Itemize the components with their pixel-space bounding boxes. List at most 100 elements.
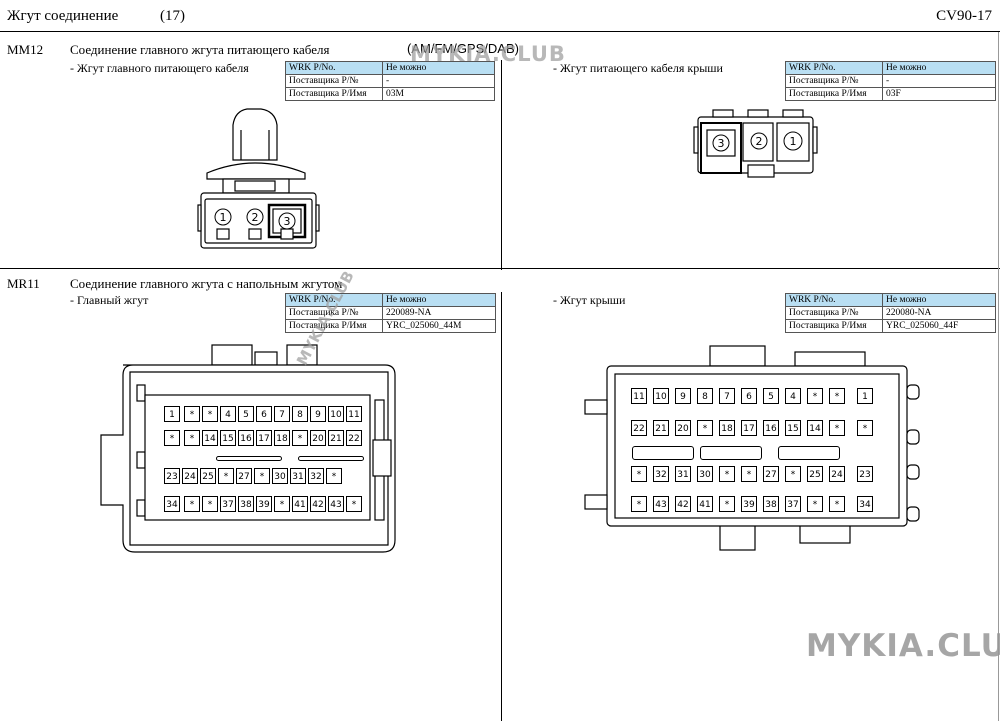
table-cell: 03F <box>882 87 996 101</box>
mm12-note: (AM/FM/GPS/DAB) <box>407 41 519 56</box>
pin-cell: 1 <box>164 406 180 422</box>
header-page: (17) <box>160 8 185 24</box>
table-cell: Поставщика P/Имя <box>785 319 883 333</box>
pin-cell: 31 <box>290 468 306 484</box>
table-cell: 220089-NA <box>382 306 496 320</box>
mr11-right-label: - Жгут крыши <box>553 293 626 307</box>
pin-cell: 16 <box>238 430 254 446</box>
mm12-right-label: - Жгут питающего кабеля крыши <box>553 61 723 75</box>
pin-cell: 27 <box>763 466 779 482</box>
header-code: CV90-17 <box>936 8 992 24</box>
pin-cell: * <box>202 496 218 512</box>
pin-cell: 24 <box>829 466 845 482</box>
pin-cell: * <box>326 468 342 484</box>
table-cell: Поставщика P/Имя <box>285 319 383 333</box>
pin-cell: * <box>829 420 845 436</box>
table-cell: WRK P/No. <box>285 61 383 75</box>
table-cell: Не можно <box>382 293 496 307</box>
mm12-left-table: WRK P/No.Не можно Поставщика P/№- Постав… <box>285 61 495 101</box>
table-row: WRK P/No.Не можно <box>785 293 996 307</box>
pin-label: 1 <box>220 211 227 224</box>
pin-cell: 18 <box>719 420 735 436</box>
pin-cell: 30 <box>697 466 713 482</box>
pin-cell: 16 <box>763 420 779 436</box>
pin-cell: 21 <box>328 430 344 446</box>
pin-cell: * <box>164 430 180 446</box>
pin-cell: 37 <box>220 496 236 512</box>
pin-cell: 10 <box>653 388 669 404</box>
watermark-top: MYKIA.CLUB <box>410 42 566 66</box>
pin-cell: * <box>741 466 757 482</box>
pin-label: 3 <box>284 215 291 228</box>
mr11-id: MR11 <box>7 276 40 291</box>
table-cell: Не можно <box>882 61 996 75</box>
pin-cell: 31 <box>675 466 691 482</box>
key-slot <box>778 446 840 460</box>
pin-cell: * <box>254 468 270 484</box>
table-cell: Поставщика P/№ <box>785 306 883 320</box>
section-divider <box>0 268 1000 269</box>
pin-cell: * <box>631 496 647 512</box>
table-cell: WRK P/No. <box>785 293 883 307</box>
pin-label: 1 <box>790 135 797 148</box>
pin-cell: * <box>346 496 362 512</box>
pin-cell: 8 <box>292 406 308 422</box>
pin-cell: 41 <box>292 496 308 512</box>
table-cell: Поставщика P/№ <box>285 74 383 88</box>
pin-cell: 42 <box>675 496 691 512</box>
table-cell: YRC_025060_44M <box>382 319 496 333</box>
pin-cell: 5 <box>763 388 779 404</box>
mr11-center-divider <box>501 292 502 721</box>
pin-cell: * <box>807 388 823 404</box>
pin-cell: 25 <box>200 468 216 484</box>
table-cell: YRC_025060_44F <box>882 319 996 333</box>
key-slot <box>632 446 694 460</box>
pin-cell: 34 <box>857 496 873 512</box>
pin-cell: 27 <box>236 468 252 484</box>
table-cell: - <box>882 74 996 88</box>
pin-cell: 14 <box>807 420 823 436</box>
pin-cell: 37 <box>785 496 801 512</box>
pin-cell: 43 <box>653 496 669 512</box>
key-slot <box>298 456 364 461</box>
pin-cell: 30 <box>272 468 288 484</box>
pin-cell: * <box>274 496 290 512</box>
mm12-left-label: - Жгут главного питающего кабеля <box>70 61 249 75</box>
pin-cell: 8 <box>697 388 713 404</box>
pin-cell: 39 <box>741 496 757 512</box>
pin-cell: 5 <box>238 406 254 422</box>
table-row: Поставщика P/№- <box>785 74 996 88</box>
table-row: WRK P/No.Не можно <box>785 61 996 75</box>
pin-cell: 41 <box>697 496 713 512</box>
table-cell: - <box>382 74 495 88</box>
pin-cell: 14 <box>202 430 218 446</box>
table-cell: WRK P/No. <box>785 61 883 75</box>
pin-cell: 17 <box>741 420 757 436</box>
pin-cell: 6 <box>741 388 757 404</box>
header-rule <box>0 31 1000 32</box>
mr11-left-label: - Главный жгут <box>70 293 149 307</box>
pin-cell: 21 <box>653 420 669 436</box>
pin-cell: 32 <box>653 466 669 482</box>
table-cell: Поставщика P/Имя <box>785 87 883 101</box>
mm12-center-divider <box>501 60 502 270</box>
pin-cell: 10 <box>328 406 344 422</box>
pin-cell: * <box>184 430 200 446</box>
pin-cell: 34 <box>164 496 180 512</box>
table-cell: 220080-NA <box>882 306 996 320</box>
pin-cell: 38 <box>238 496 254 512</box>
pin-cell: 17 <box>256 430 272 446</box>
mm12-id: MM12 <box>7 42 44 57</box>
pin-cell: * <box>719 496 735 512</box>
pin-cell: 15 <box>785 420 801 436</box>
table-cell: Поставщика P/Имя <box>285 87 383 101</box>
mm12-title: Соединение главного жгута питающего кабе… <box>70 42 330 57</box>
